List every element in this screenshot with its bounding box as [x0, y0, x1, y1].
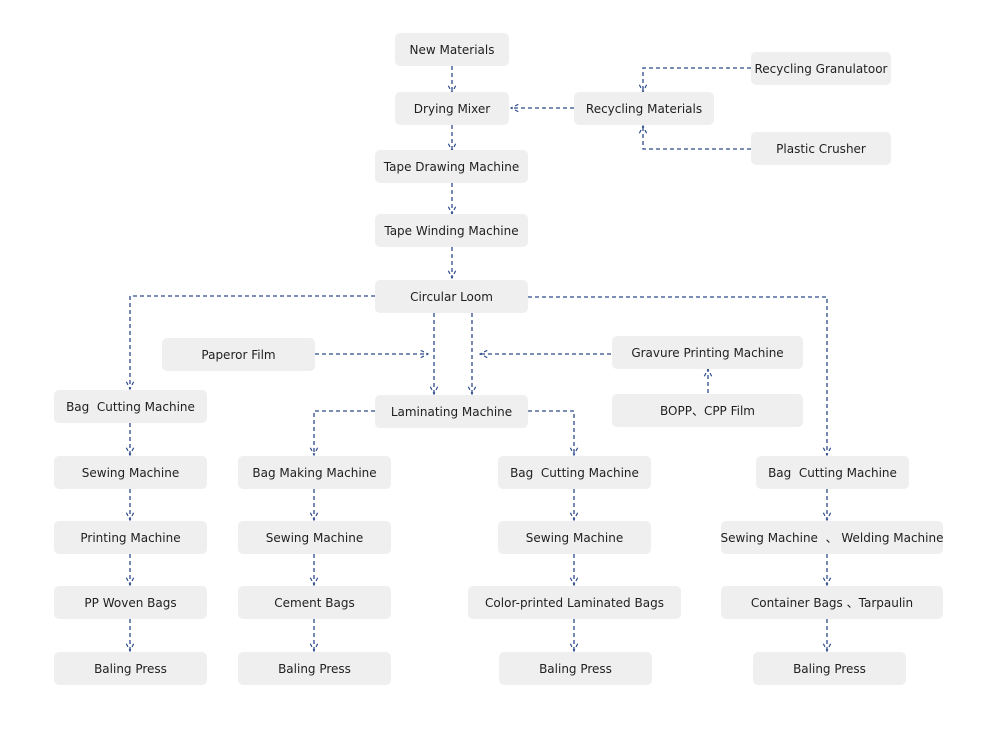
- node-laminating-machine: Laminating Machine: [375, 395, 528, 428]
- node-tape-winding-machine: Tape Winding Machine: [375, 214, 528, 247]
- node-baling-press-2: Baling Press: [238, 652, 391, 685]
- node-color-printed-laminated-bags: Color-printed Laminated Bags: [468, 586, 681, 619]
- node-plastic-crusher: Plastic Crusher: [751, 132, 891, 165]
- node-recycling-granulator: Recycling Granulatoor: [751, 52, 891, 85]
- node-cement-bags: Cement Bags: [238, 586, 391, 619]
- node-tape-drawing-machine: Tape Drawing Machine: [375, 150, 528, 183]
- edge-loom-to-right-branch: [528, 296, 827, 455]
- node-new-materials: New Materials: [395, 33, 509, 66]
- node-printing-machine: Printing Machine: [54, 521, 207, 554]
- node-baling-press-1: Baling Press: [54, 652, 207, 685]
- node-sewing-welding-machine: Sewing Machine 、 Welding Machine: [721, 521, 943, 554]
- node-recycling-materials: Recycling Materials: [574, 92, 714, 125]
- node-sewing-machine-2: Sewing Machine: [238, 521, 391, 554]
- edge-crusher-to-recycling: [643, 126, 751, 150]
- node-bag-cutting-machine-4: Bag Cutting Machine: [756, 456, 909, 489]
- node-bag-making-machine: Bag Making Machine: [238, 456, 391, 489]
- edge-loom-to-left-branch: [130, 295, 375, 389]
- node-baling-press-4: Baling Press: [753, 652, 906, 685]
- edge-laminating-to-bagmaking: [314, 410, 375, 455]
- node-sewing-machine-3: Sewing Machine: [498, 521, 651, 554]
- node-drying-mixer: Drying Mixer: [395, 92, 509, 125]
- node-circular-loom: Circular Loom: [375, 280, 528, 313]
- node-bag-cutting-machine-1: Bag Cutting Machine: [54, 390, 207, 423]
- edge-granulator-to-recycling: [643, 67, 751, 92]
- node-bopp-cpp-film: BOPP、CPP Film: [612, 394, 803, 427]
- node-bag-cutting-machine-3: Bag Cutting Machine: [498, 456, 651, 489]
- node-baling-press-3: Baling Press: [499, 652, 652, 685]
- node-sewing-machine-1: Sewing Machine: [54, 456, 207, 489]
- edge-laminating-to-cutting3: [528, 410, 574, 455]
- node-pp-woven-bags: PP Woven Bags: [54, 586, 207, 619]
- node-container-bags-tarpaulin: Container Bags 、Tarpaulin: [721, 586, 943, 619]
- node-gravure-printing-machine: Gravure Printing Machine: [612, 336, 803, 369]
- node-paper-film: Paperor Film: [162, 338, 315, 371]
